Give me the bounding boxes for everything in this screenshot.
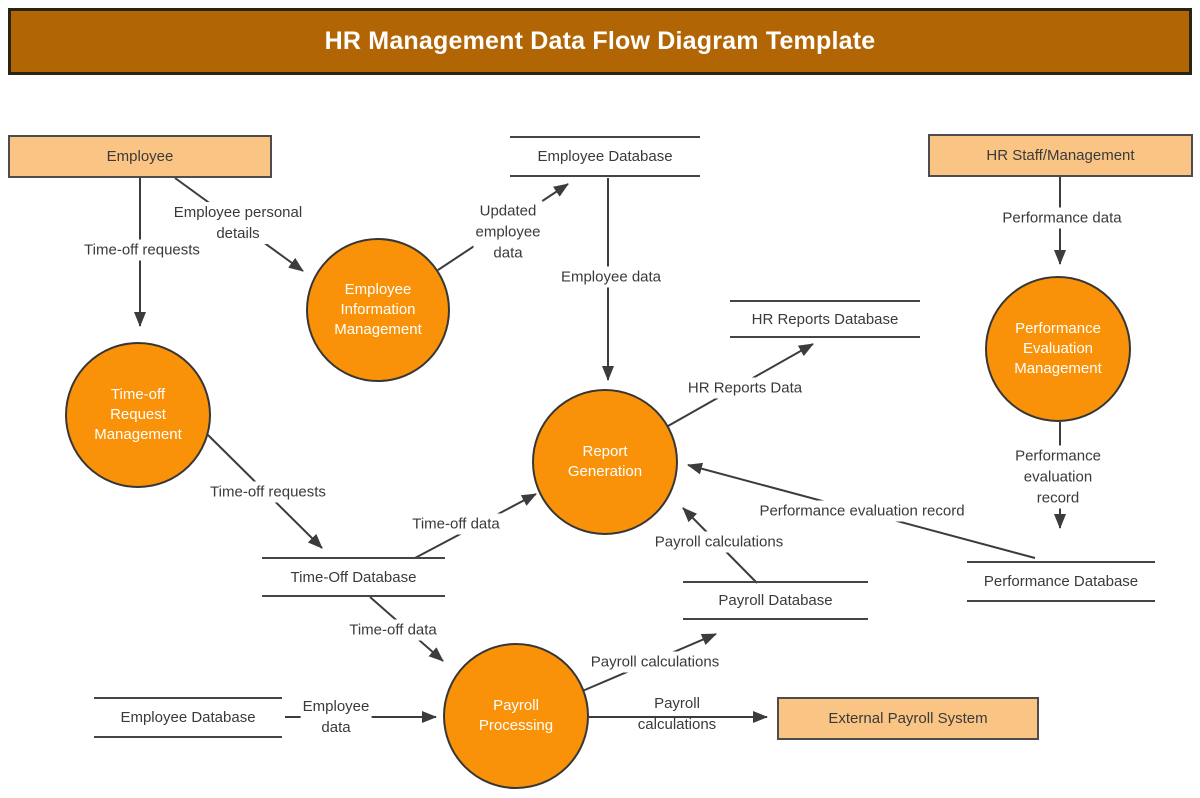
flow-label-performance-data: Performance data	[1000, 207, 1124, 229]
process-performance-evaluation-management: Performance Evaluation Management	[985, 276, 1131, 422]
flow-label-employee-personal-details: Employee personal details	[171, 202, 305, 244]
datastore-performance-database: Performance Database	[967, 561, 1155, 602]
flow-label-timeoff-data-2: Time-off data	[347, 619, 439, 641]
flow-label-employee-data-1: Employee data	[558, 266, 664, 288]
process-payroll-processing: Payroll Processing	[443, 643, 589, 789]
title-bar: HR Management Data Flow Diagram Template	[8, 8, 1192, 75]
entity-external-payroll-system: External Payroll System	[777, 697, 1039, 740]
process-timeoff-request-management: Time-off Request Management	[65, 342, 211, 488]
process-label: Time-off Request Management	[94, 386, 182, 443]
process-label: Payroll Processing	[478, 697, 554, 734]
flow-label-payroll-calculations-2: Payroll calculations	[588, 651, 722, 673]
process-employee-information-management: Employee Information Management	[306, 238, 450, 382]
flow-label-payroll-calculations-3: Payroll calculations	[637, 695, 717, 733]
datastore-payroll-database: Payroll Database	[683, 581, 868, 620]
process-label: Performance Evaluation Management	[1014, 320, 1102, 377]
datastore-employee-database-top: Employee Database	[510, 136, 700, 177]
flow-label-performance-evaluation-record-1: Performance evaluation record	[987, 445, 1129, 509]
datastore-employee-database-bottom: Employee Database	[94, 697, 282, 738]
entity-hr-staff-management: HR Staff/Management	[928, 134, 1193, 177]
process-report-generation: Report Generation	[532, 389, 678, 535]
page-title: HR Management Data Flow Diagram Template	[324, 27, 876, 55]
datastore-timeoff-database: Time-Off Database	[262, 557, 445, 597]
datastore-hr-reports-database: HR Reports Database	[730, 300, 920, 338]
flow-label-timeoff-requests-1: Time-off requests	[82, 239, 202, 261]
flow-label-employee-data-2: Employee data	[300, 696, 372, 738]
process-label: Report Generation	[567, 443, 643, 480]
flow-label-performance-evaluation-record-2: Performance evaluation record	[757, 500, 967, 522]
process-label: Employee Information Management	[334, 281, 422, 338]
entity-employee: Employee	[8, 135, 272, 178]
flow-label-timeoff-data-1: Time-off data	[410, 513, 502, 535]
flow-label-timeoff-requests-2: Time-off requests	[208, 481, 328, 503]
flow-label-updated-employee-data: Updated employee data	[473, 200, 543, 264]
flow-label-hr-reports-data: HR Reports Data	[685, 377, 805, 399]
flow-label-payroll-calculations-1: Payroll calculations	[652, 531, 786, 553]
